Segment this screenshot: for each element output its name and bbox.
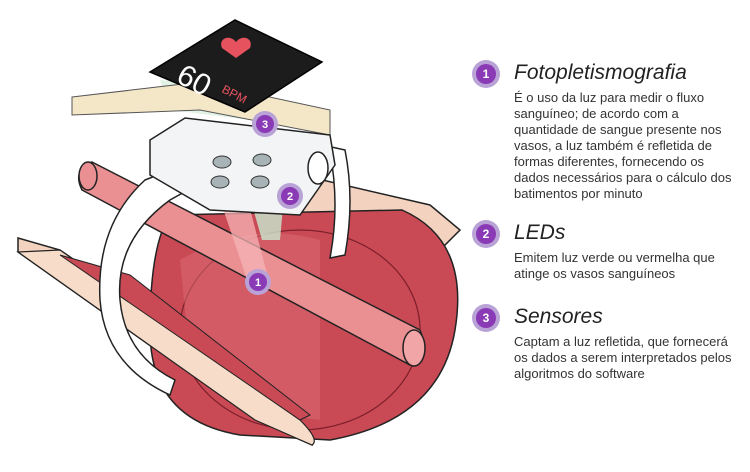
sensor-dot — [210, 175, 230, 189]
sensor-dot — [212, 155, 232, 169]
marker-1: 1 — [245, 269, 271, 295]
blood-vessel-start — [78, 161, 98, 191]
watch-screen — [148, 19, 324, 113]
sensor-dot — [252, 153, 272, 167]
legend-description: É o uso da luz para medir o fluxo sanguí… — [514, 90, 732, 201]
legend-badge-number: 1 — [476, 64, 496, 84]
legend-description: Captam a luz refletida, que fornecerá os… — [514, 334, 732, 381]
marker-3: 3 — [252, 111, 278, 137]
legend-title: LEDs — [514, 221, 566, 244]
legend-badge: 2 — [472, 220, 500, 248]
legend-badge: 1 — [472, 60, 500, 88]
watch-band-right — [299, 139, 351, 259]
legend-badge-number: 3 — [476, 308, 496, 328]
blood-vessel-end — [402, 329, 426, 367]
legend-badge: 3 — [472, 304, 500, 332]
legend-badge-number: 2 — [476, 224, 496, 244]
marker-number: 1 — [255, 277, 261, 289]
legend-title: Sensores — [514, 305, 603, 328]
watch-band — [98, 159, 217, 397]
watch-crown — [307, 151, 329, 185]
marker-number: 2 — [287, 191, 293, 203]
marker-2: 2 — [277, 183, 303, 209]
sensor-dot — [250, 175, 270, 189]
marker-number: 3 — [262, 119, 268, 131]
skin-front-lip — [16, 249, 315, 446]
legend-description: Emitem luz verde ou vermelha que atinge … — [514, 250, 715, 281]
legend-title: Fotopletismografia — [514, 61, 687, 84]
heart-icon — [221, 37, 251, 58]
sensor-module — [149, 117, 336, 216]
